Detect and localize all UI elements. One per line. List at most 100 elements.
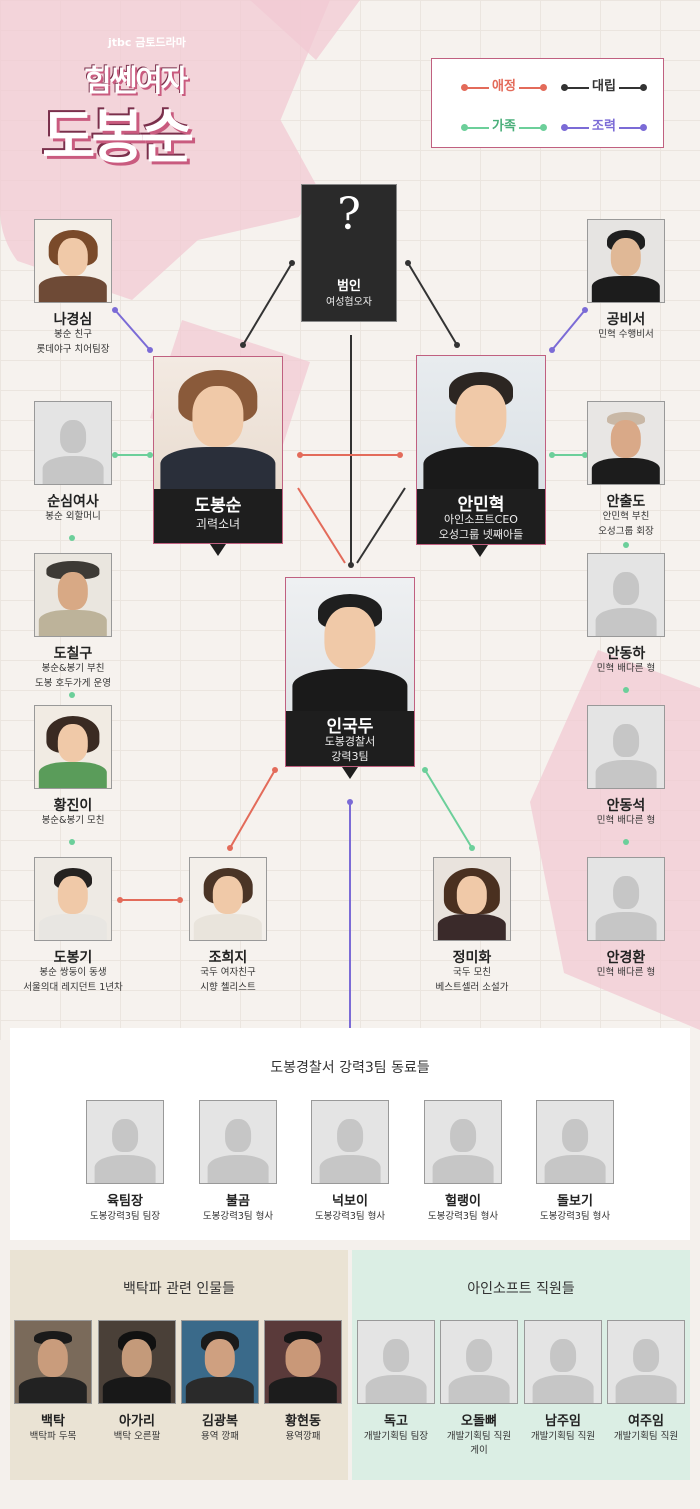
lead-desc: 괴력소녀: [195, 517, 241, 531]
character-desc-1: 민혁 배다른 형: [596, 663, 656, 674]
character-card-right-3[interactable]: [587, 553, 665, 637]
character-card-left-4[interactable]: [34, 705, 112, 789]
member-name: 헐랭이: [445, 1194, 481, 1209]
line-gukdu-heeji: [229, 769, 276, 849]
title-line-2: 도봉순: [42, 103, 194, 171]
silhouette-icon: [588, 706, 664, 788]
member-desc-2: 게이: [470, 1445, 488, 1456]
character-desc-1: 민혁 배다른 형: [596, 815, 656, 826]
panel-title: 아인소프트 직원들: [467, 1281, 575, 1297]
character-desc-1: 민혁 배다른 형: [596, 967, 656, 978]
culprit-card[interactable]: ? 범인 여성협오자: [301, 184, 397, 322]
character-name: 도칠구: [53, 646, 93, 662]
line-minhyuk-gukdu: [356, 487, 406, 564]
silhouette-icon: [312, 1101, 388, 1183]
culprit-desc: 여성협오자: [326, 297, 372, 308]
character-card-left-2[interactable]: [34, 401, 112, 485]
silhouette-icon: [441, 1321, 517, 1403]
character-desc-1: 민혁 수행비서: [598, 329, 654, 340]
legend-love: 애정: [461, 77, 547, 97]
member-name: 여주임: [628, 1414, 664, 1429]
police-member-card[interactable]: [199, 1100, 277, 1184]
portrait: [286, 578, 414, 712]
member-name: 독고: [384, 1414, 408, 1429]
portrait: [588, 220, 664, 302]
character-name: 정미화: [452, 950, 492, 966]
legend-family: 가족: [461, 117, 547, 137]
police-member-card[interactable]: [86, 1100, 164, 1184]
ainsoft-member-card[interactable]: [524, 1320, 602, 1404]
line-bongsoon-gukdu: [297, 487, 346, 564]
drama-logo: jtbc 금토드라마 힘쎈여자 도봉순: [38, 30, 248, 180]
character-card-right-5[interactable]: [587, 857, 665, 941]
silhouette-icon: [87, 1101, 163, 1183]
portrait: [588, 402, 664, 484]
lead-card-bongsoon[interactable]: 도봉순 괴력소녀: [153, 356, 283, 544]
ainsoft-member-card[interactable]: [440, 1320, 518, 1404]
member-name: 돌보기: [557, 1194, 593, 1209]
ainsoft-member-card[interactable]: [357, 1320, 435, 1404]
character-card-left-3[interactable]: [34, 553, 112, 637]
character-desc-2: 서울의대 레지던트 1년차: [23, 982, 123, 993]
character-card-right-1[interactable]: [587, 219, 665, 303]
portrait: [265, 1321, 341, 1403]
character-desc-1: 봉순 쌍둥이 동생: [39, 967, 107, 978]
lead-card-minhyuk[interactable]: 안민혁 아인소프트CEO 오성그룹 넷째아들: [416, 355, 546, 545]
lead-name: 도봉순: [194, 496, 242, 516]
portrait: [35, 706, 111, 788]
baektak-member-card[interactable]: [181, 1320, 259, 1404]
character-card-right-4[interactable]: [587, 705, 665, 789]
pointer: [472, 545, 488, 557]
police-member-card[interactable]: [311, 1100, 389, 1184]
silhouette-icon: [525, 1321, 601, 1403]
member-name: 넉보이: [332, 1194, 368, 1209]
member-desc: 백탁 오른팔: [113, 1431, 161, 1442]
lead-card-gukdu[interactable]: 인국두 도봉경찰서 강력3팀: [285, 577, 415, 767]
character-desc-1: 안민혁 부친: [602, 511, 650, 522]
member-name: 아가리: [119, 1414, 155, 1429]
line-culprit-bongsoon: [242, 262, 293, 346]
relationship-legend: 애정 대립 가족 조력: [431, 58, 664, 148]
portrait: [35, 554, 111, 636]
portrait: [154, 357, 282, 490]
baektak-member-card[interactable]: [98, 1320, 176, 1404]
ainsoft-member-card[interactable]: [607, 1320, 685, 1404]
character-card-heeji[interactable]: [189, 857, 267, 941]
member-name: 남주임: [545, 1414, 581, 1429]
portrait: [35, 858, 111, 940]
character-desc-2: 시향 첼리스트: [200, 982, 256, 993]
character-name: 안동석: [606, 798, 646, 814]
line-gukdu-mihwa: [424, 769, 473, 849]
lead-desc-1: 도봉경찰서: [324, 735, 376, 748]
member-desc: 도봉강력3팀 형사: [314, 1211, 386, 1222]
character-card-left-5[interactable]: [34, 857, 112, 941]
character-desc-2: 롯데야구 치어팀장: [36, 344, 110, 355]
member-desc-1: 개발기획팀 직원: [530, 1431, 596, 1442]
police-member-card[interactable]: [536, 1100, 614, 1184]
member-name: 황현동: [285, 1414, 321, 1429]
character-desc-2: 도봉 호두가게 운영: [35, 678, 111, 689]
portrait: [99, 1321, 175, 1403]
portrait: [417, 356, 545, 490]
member-desc: 용역 깡패: [201, 1431, 239, 1442]
character-card-right-2[interactable]: [587, 401, 665, 485]
character-desc-1: 국두 여자친구: [200, 967, 256, 978]
silhouette-icon: [537, 1101, 613, 1183]
lead-desc-2: 강력3팀: [331, 750, 369, 763]
portrait: [434, 858, 510, 940]
portrait: [35, 220, 111, 302]
character-desc-1: 봉순&봉기 부친: [41, 663, 105, 674]
baektak-member-card[interactable]: [264, 1320, 342, 1404]
lead-desc-2: 오성그룹 넷째아들: [438, 528, 524, 541]
pointer: [210, 544, 226, 556]
lead-name: 인국두: [326, 717, 374, 737]
character-card-left-1[interactable]: [34, 219, 112, 303]
legend-conflict: 대립: [561, 77, 647, 97]
character-card-mihwa[interactable]: [433, 857, 511, 941]
member-desc: 도봉강력3팀 형사: [202, 1211, 274, 1222]
line-culprit-minhyuk: [407, 262, 458, 346]
member-desc: 도봉강력3팀 형사: [427, 1211, 499, 1222]
panel-title: 도봉경찰서 강력3팀 동료들: [270, 1060, 430, 1076]
baektak-member-card[interactable]: [14, 1320, 92, 1404]
police-member-card[interactable]: [424, 1100, 502, 1184]
